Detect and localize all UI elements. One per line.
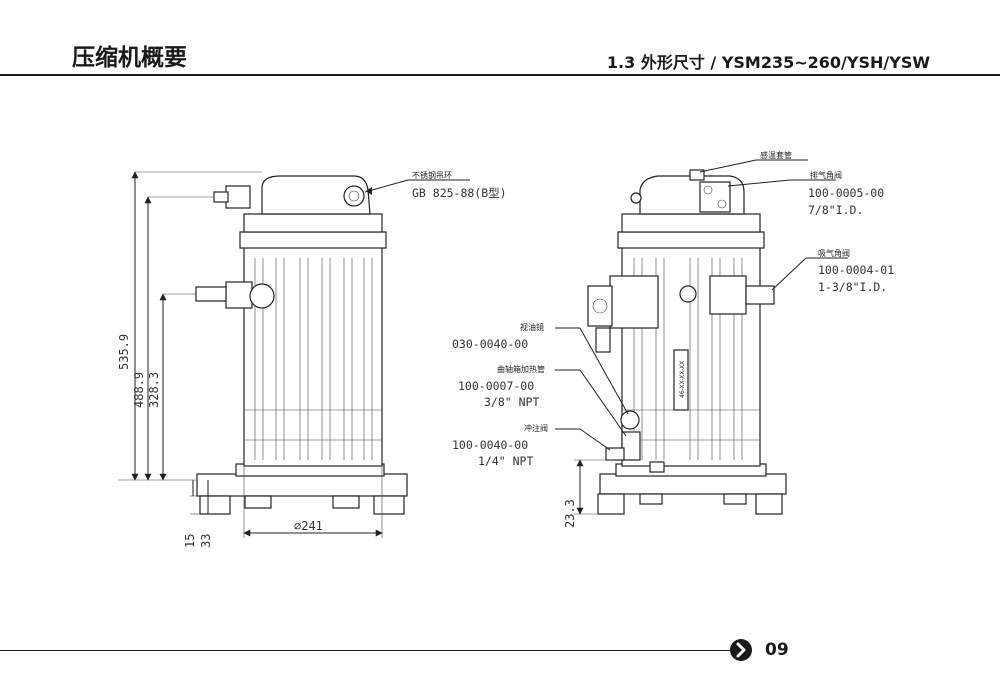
left-motor-body — [243, 245, 383, 467]
right-suction-valve — [709, 275, 747, 315]
dim-height-discharge: 488.9 — [132, 372, 146, 408]
left-discharge-valve — [225, 185, 251, 209]
right-suction-outlet — [745, 285, 775, 305]
sight-glass-label: 视油镜 — [520, 322, 544, 332]
page-number: 09 — [765, 640, 789, 660]
right-terminal-cover — [587, 285, 613, 327]
left-cylinder-head — [243, 213, 383, 233]
left-top-cover — [261, 175, 371, 215]
sight-glass-part: 030-0040-00 — [452, 337, 528, 351]
right-cylinder-head-ring — [617, 231, 765, 249]
dim-height-suction: 328.3 — [147, 372, 161, 408]
dim-base-33: 33 — [199, 534, 213, 548]
right-terminal-conduit — [595, 327, 611, 353]
discharge-valve-label: 排气角阀 — [810, 170, 842, 180]
left-foot-1 — [199, 495, 231, 515]
charge-valve-label: 冲注阀 — [524, 423, 548, 433]
suction-valve-label: 吸气角阀 — [818, 248, 850, 258]
crankcase-heater-part: 100-0007-00 — [458, 379, 534, 393]
right-heater-boss — [621, 431, 641, 461]
left-suction-valve — [225, 281, 253, 309]
dim-diameter: ∅241 — [294, 519, 323, 533]
right-foot-2 — [639, 493, 663, 505]
lifting-ring-label: 不锈钢吊环 — [412, 170, 452, 180]
right-foot-1 — [597, 493, 625, 515]
chevron-right-circle-icon — [730, 639, 752, 661]
right-sensor-tube — [689, 169, 705, 181]
right-foot-3 — [723, 493, 747, 505]
right-foot-4 — [755, 493, 783, 515]
nameplate-code: 46-XX-XX-XX — [679, 361, 686, 398]
header-rule — [0, 74, 1000, 76]
right-top-bolt — [630, 192, 642, 204]
discharge-valve-size: 7/8"I.D. — [808, 203, 863, 217]
charge-valve-size: 1/4" NPT — [478, 454, 533, 468]
left-cylinder-head-ring — [239, 231, 387, 249]
right-compressor-view — [555, 159, 848, 515]
left-discharge-stub — [213, 191, 229, 203]
footer-rule — [0, 650, 732, 651]
left-body-ribs — [244, 258, 382, 460]
left-compressor-view — [118, 171, 470, 538]
dim-base-height: 23.3 — [563, 499, 577, 528]
dim-base-15: 15 — [183, 534, 197, 548]
crankcase-heater-size: 3/8" NPT — [484, 395, 539, 409]
right-discharge-valve — [699, 181, 731, 213]
right-base-plate — [599, 473, 787, 495]
left-suction-stub — [195, 286, 227, 302]
right-cylinder-head — [621, 213, 761, 233]
right-bottom-fitting — [649, 461, 665, 473]
page-title: 压缩机概要 — [72, 45, 187, 71]
right-charge-valve — [605, 447, 625, 461]
lifting-ring-standard: GB 825-88(B型) — [412, 186, 507, 200]
dim-height-total: 535.9 — [117, 334, 131, 370]
right-nameplate — [673, 349, 689, 411]
suction-valve-size: 1-3/8"I.D. — [818, 280, 887, 294]
section-subtitle: 1.3 外形尺寸 / YSM235~260/YSH/YSW — [606, 53, 930, 72]
left-lifting-ring — [343, 185, 365, 207]
right-suction-port — [679, 285, 697, 303]
sensor-tube-label: 感温套管 — [760, 150, 792, 160]
left-foot-4 — [373, 495, 405, 515]
crankcase-heater-label: 曲轴箱加热管 — [497, 364, 545, 374]
left-suction-port — [249, 283, 275, 309]
right-terminal-box — [609, 275, 659, 329]
left-foot-2 — [244, 495, 272, 509]
suction-valve-part: 100-0004-01 — [818, 263, 894, 277]
left-base-plate — [196, 473, 408, 497]
left-foot-3 — [332, 495, 360, 509]
discharge-valve-part: 100-0005-00 — [808, 186, 884, 200]
right-sight-glass — [620, 410, 640, 430]
charge-valve-part: 100-0040-00 — [452, 438, 528, 452]
